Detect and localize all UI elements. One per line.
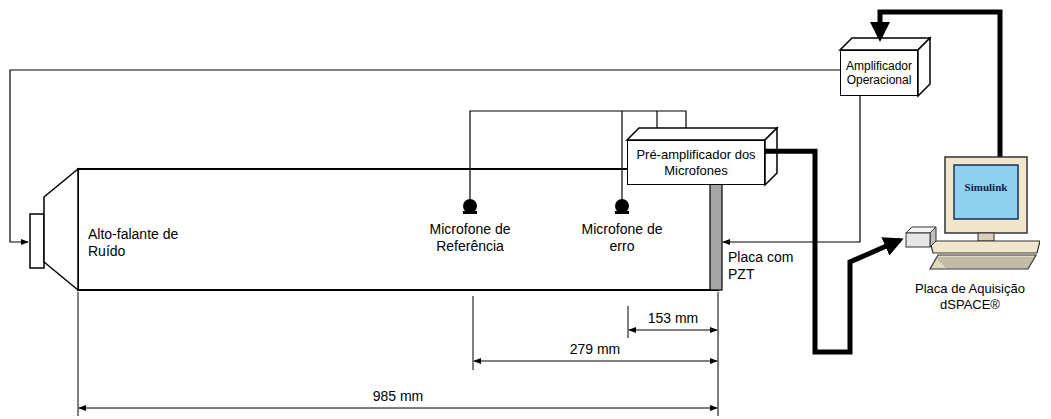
dimension-label: 985 mm (358, 388, 438, 405)
acquisition-board (930, 227, 936, 247)
keyboard (930, 255, 1036, 269)
reference-microphone (463, 199, 477, 214)
dimension-label: 279 mm (555, 341, 635, 358)
keyboard-keys (942, 264, 1030, 265)
monitor (945, 157, 1027, 233)
box-top-face (840, 38, 930, 50)
monitor-neck (978, 233, 994, 241)
box-extrusions (627, 38, 930, 185)
amplifier-box: Amplificador Operacional (840, 50, 918, 96)
speaker-wire (10, 70, 840, 242)
screen-label: Simulink (954, 181, 1018, 194)
keyboard-keys (938, 260, 1032, 261)
computer-drawing (900, 155, 1040, 280)
keyboard-keys (944, 266, 1029, 267)
box-side-face (765, 128, 777, 185)
microphone-label: Microfone de Referência (412, 221, 528, 255)
speaker-magnet (30, 214, 44, 268)
box-label: Amplificador Operacional (844, 59, 914, 88)
dimension-label: 153 mm (633, 310, 713, 327)
box-side-face (918, 38, 930, 96)
computer: SimulinkPlaca de Aquisição dSPACE® (900, 155, 1040, 320)
box-label: Pré-amplificador dos Microfones (631, 147, 761, 178)
keyboard-keys (946, 268, 1028, 269)
dimension-lines (78, 292, 718, 416)
microphone-wire (621, 111, 622, 199)
keyboard-keys (936, 258, 1033, 259)
computer-case (930, 241, 1040, 253)
preamp-box: Pré-amplificador dos Microfones (627, 140, 765, 185)
pzt-plate (710, 169, 722, 290)
keyboard-keys (940, 262, 1031, 263)
speaker-cone (44, 169, 78, 290)
pzt-label: Placa com PZT (728, 249, 810, 283)
speaker-label: Alto-falante de Ruído (88, 226, 188, 260)
box-top-face (627, 128, 777, 140)
microphone-label: Microfone de erro (572, 221, 672, 255)
acquisition-board (906, 233, 930, 247)
monitor-screen (954, 165, 1018, 219)
error-microphone (615, 199, 629, 214)
computer-caption: Placa de Aquisição dSPACE® (900, 281, 1040, 312)
